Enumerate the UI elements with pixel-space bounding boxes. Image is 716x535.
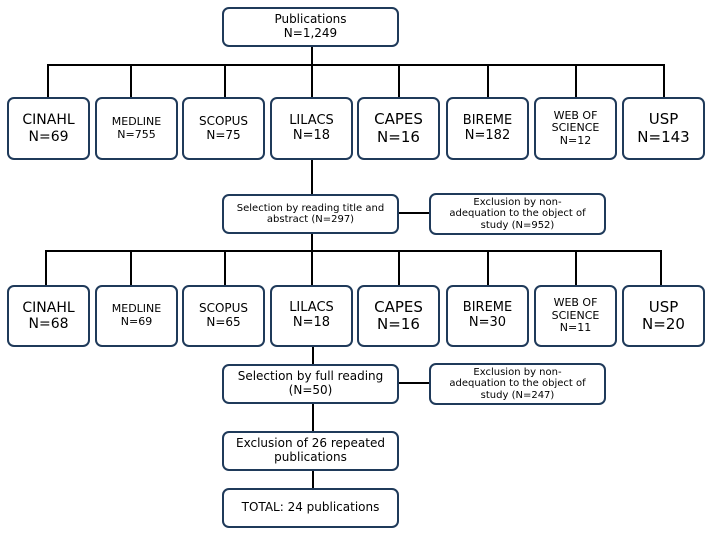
database-count: N=18	[292, 127, 331, 143]
database-count: N=11	[559, 321, 592, 335]
exclusion-text-2: Exclusion by non- adequation to the obje…	[449, 366, 586, 401]
database-count: N=30	[468, 315, 507, 330]
publications-title: Publications	[274, 12, 347, 27]
database-name: BIREME	[462, 300, 513, 316]
selection-title-abstract-box: Selection by reading title and abstract …	[222, 194, 399, 234]
exclusion-repeated-box: Exclusion of 26 repeated publications	[222, 431, 399, 471]
connector-lilacs-to-selection-1	[311, 159, 313, 195]
connector-drop-medline-1	[130, 64, 132, 98]
database-name: MEDLINE	[111, 302, 162, 316]
selection-full-reading-box: Selection by full reading (N=50)	[222, 364, 399, 404]
database-box-lilacs-2: LILACS N=18	[270, 285, 353, 347]
database-box-usp-2: USP N=20	[622, 285, 705, 347]
connector-bus-1	[47, 64, 665, 66]
database-count: N=69	[120, 315, 153, 328]
database-count: N=16	[377, 315, 420, 333]
publications-count: N=1,249	[283, 26, 338, 40]
database-count: N=65	[206, 315, 241, 329]
connector-drop-capes-2	[398, 250, 400, 286]
database-count: N=182	[464, 127, 511, 143]
connector-drop-bireme-1	[487, 64, 489, 98]
selection-full-reading-text: Selection by full reading (N=50)	[237, 369, 384, 397]
database-count: N=20	[642, 315, 685, 333]
database-name: USP	[648, 110, 679, 129]
database-box-usp-1: USP N=143	[622, 97, 705, 160]
connector-drop-bireme-2	[487, 250, 489, 286]
connector-drop-wos-1	[575, 64, 577, 98]
connector-selection-1-down	[311, 233, 313, 251]
database-name: MEDLINE	[111, 114, 162, 128]
database-box-cinahl-2: CINAHL N=68	[7, 285, 90, 347]
connector-repeated-down	[312, 470, 314, 489]
database-count: N=75	[206, 127, 241, 142]
connector-drop-usp-1	[663, 64, 665, 98]
database-count: N=12	[559, 133, 592, 147]
connector-drop-usp-2	[660, 250, 662, 286]
connector-drop-capes-1	[398, 64, 400, 98]
connector-drop-scopus-1	[224, 64, 226, 98]
exclusion-box-1: Exclusion by non- adequation to the obje…	[429, 193, 606, 235]
database-name: CINAHL	[22, 299, 75, 316]
database-name: BIREME	[462, 112, 513, 128]
database-box-medline-1: MEDLINE N=755	[95, 97, 178, 160]
database-box-bireme-1: BIREME N=182	[446, 97, 529, 160]
database-box-capes-2: CAPES N=16	[357, 285, 440, 347]
connector-lilacs-to-selection-2	[312, 346, 314, 365]
database-name: SCOPUS	[198, 113, 249, 128]
database-box-scopus-2: SCOPUS N=65	[182, 285, 265, 347]
exclusion-repeated-text: Exclusion of 26 repeated publications	[236, 436, 385, 464]
connector-drop-lilacs-1	[311, 64, 313, 98]
database-name: LILACS	[289, 112, 334, 128]
database-count: N=68	[28, 316, 69, 332]
database-count: N=755	[117, 127, 156, 141]
database-box-capes-1: CAPES N=16	[357, 97, 440, 160]
database-name: CINAHL	[22, 112, 75, 129]
database-box-cinahl-1: CINAHL N=69	[7, 97, 90, 160]
database-box-scopus-1: SCOPUS N=75	[182, 97, 265, 160]
connector-top-down	[311, 46, 313, 65]
database-count: N=143	[637, 127, 690, 146]
database-count: N=69	[28, 128, 69, 145]
database-name: WEB OF SCIENCE	[551, 296, 600, 322]
database-name: CAPES	[374, 297, 423, 316]
database-box-medline-2: MEDLINE N=69	[95, 285, 178, 347]
database-count: N=16	[377, 127, 420, 146]
connector-selection-to-exclusion-2	[398, 382, 431, 384]
database-box-bireme-2: BIREME N=30	[446, 285, 529, 347]
connector-selection-to-exclusion-1	[398, 212, 431, 214]
exclusion-box-2: Exclusion by non- adequation to the obje…	[429, 363, 606, 405]
selection-title-abstract-text: Selection by reading title and abstract …	[236, 202, 385, 226]
connector-drop-cinahl-2	[45, 250, 47, 286]
connector-drop-medline-2	[130, 250, 132, 286]
connector-drop-lilacs-2	[311, 250, 313, 286]
database-box-wos-2: WEB OF SCIENCE N=11	[534, 285, 617, 347]
database-name: CAPES	[374, 110, 423, 129]
connector-drop-cinahl-1	[47, 64, 49, 98]
database-box-lilacs-1: LILACS N=18	[270, 97, 353, 160]
database-box-wos-1: WEB OF SCIENCE N=12	[534, 97, 617, 160]
database-name: LILACS	[289, 300, 334, 316]
connector-bus-2	[45, 250, 662, 252]
total-box: TOTAL: 24 publications	[222, 488, 399, 528]
database-count: N=18	[292, 315, 331, 330]
database-name: USP	[648, 297, 679, 316]
connector-selection-2-down	[312, 403, 314, 431]
database-name: SCOPUS	[198, 301, 249, 316]
publications-box: Publications N=1,249	[222, 7, 399, 47]
exclusion-text-1: Exclusion by non- adequation to the obje…	[449, 196, 586, 231]
connector-drop-scopus-2	[224, 250, 226, 286]
database-name: WEB OF SCIENCE	[551, 108, 600, 135]
connector-drop-wos-2	[575, 250, 577, 286]
total-text: TOTAL: 24 publications	[241, 500, 380, 515]
